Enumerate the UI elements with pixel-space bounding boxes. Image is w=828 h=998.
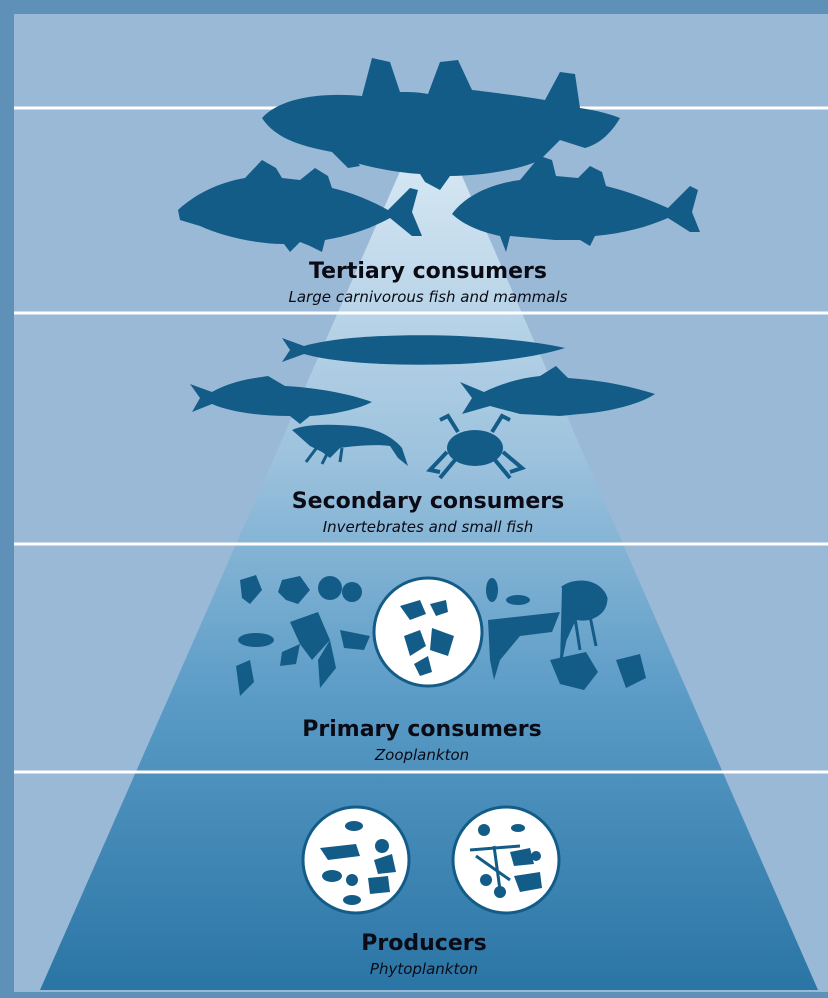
fish-icon [190, 376, 372, 424]
zooplankton-icon [400, 600, 454, 676]
energy-pyramid [40, 160, 818, 990]
level-subtitle: Phytoplankton [370, 960, 478, 978]
level-title: Primary consumers [302, 717, 542, 742]
producer-illustrations [301, 805, 561, 915]
cod-icon [262, 58, 620, 190]
zooplankton-circle [372, 576, 484, 688]
level-label-primary: Primary consumers Zooplankton [302, 717, 542, 764]
level-label-producers: Producers Phytoplankton [361, 931, 486, 978]
eel-icon [282, 335, 565, 365]
secondary-illustrations [190, 335, 655, 480]
fish-icon [460, 366, 655, 416]
crab-icon [426, 413, 527, 480]
tertiary-illustrations [178, 58, 700, 252]
fish-icon [178, 160, 422, 252]
phytoplankton-icon [301, 805, 411, 915]
primary-illustrations [236, 575, 646, 696]
level-title: Producers [361, 931, 486, 956]
level-label-tertiary: Tertiary consumers Large carnivorous fis… [289, 259, 568, 306]
level-title: Secondary consumers [292, 489, 564, 514]
band-separators [14, 106, 828, 774]
level-subtitle: Invertebrates and small fish [323, 518, 534, 536]
phytoplankton-icon [451, 805, 561, 915]
zooplankton-icon [486, 578, 646, 690]
zooplankton-icon [236, 575, 370, 696]
level-subtitle: Zooplankton [374, 746, 469, 764]
fish-icon [452, 156, 700, 252]
level-label-secondary: Secondary consumers Invertebrates and sm… [292, 489, 564, 536]
shrimp-icon [292, 424, 408, 466]
level-subtitle: Large carnivorous fish and mammals [289, 288, 568, 306]
level-title: Tertiary consumers [309, 259, 547, 284]
